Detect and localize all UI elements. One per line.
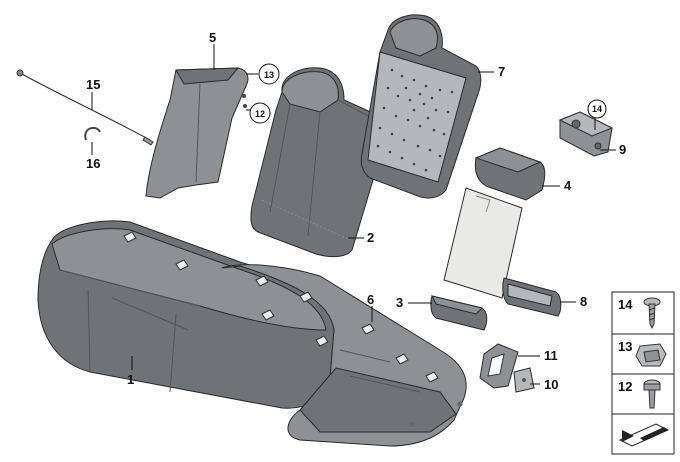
part-7-backrest-frame — [360, 14, 482, 199]
callout-10: 10 — [544, 377, 558, 392]
callout-6: 6 — [367, 292, 374, 307]
screw-icon — [643, 297, 661, 330]
callout-16: 16 — [86, 156, 100, 171]
callout-4: 4 — [564, 178, 572, 193]
circled-callout-13: 13 — [258, 63, 280, 85]
hardware-legend: 14 13 12 — [611, 291, 675, 455]
callout-11: 11 — [544, 348, 558, 363]
clip-nut-icon — [635, 343, 667, 367]
part-11-frame-bracket — [479, 343, 519, 389]
part-15-cable — [16, 69, 154, 146]
callout-2: 2 — [367, 230, 374, 245]
legend-label-14: 14 — [618, 297, 633, 312]
part-16-clip — [84, 126, 101, 141]
circled-callout-14: 14 — [587, 99, 607, 119]
part-3-trim — [430, 295, 488, 331]
leader-lines — [91, 44, 616, 385]
callout-7: 7 — [498, 64, 505, 79]
foam-block — [443, 187, 523, 299]
part-2-backrest — [250, 67, 388, 258]
callout-labels: 5 15 16 7 2 4 9 6 3 8 11 10 1 — [86, 30, 626, 392]
legend-cell-12 — [611, 373, 675, 415]
bolt-icon — [643, 379, 661, 409]
part-5-side-trim — [145, 67, 249, 199]
legend-label-12: 12 — [618, 379, 632, 394]
part-10-clip-plate — [513, 367, 535, 393]
part-8-trim — [502, 277, 562, 317]
callout-9: 9 — [619, 142, 626, 157]
part-1-seat-cushion — [37, 220, 335, 409]
circled-13-label: 13 — [264, 70, 274, 80]
part-4-pad — [474, 147, 546, 201]
legend-cell-14 — [611, 291, 675, 335]
scale-arrow-icon — [618, 423, 670, 447]
callout-15: 15 — [86, 77, 100, 92]
legend-label-13: 13 — [618, 339, 632, 354]
circled-12-label: 12 — [255, 109, 265, 119]
circled-callout-12: 12 — [249, 102, 271, 124]
part-9-bracket — [558, 111, 614, 157]
callout-1: 1 — [127, 372, 134, 387]
callout-3: 3 — [396, 295, 403, 310]
part-6-seat-base — [221, 264, 467, 447]
callout-8: 8 — [580, 294, 587, 309]
circled-14-label: 14 — [592, 104, 602, 114]
perforation-pattern — [376, 68, 454, 172]
callout-5: 5 — [209, 30, 216, 45]
